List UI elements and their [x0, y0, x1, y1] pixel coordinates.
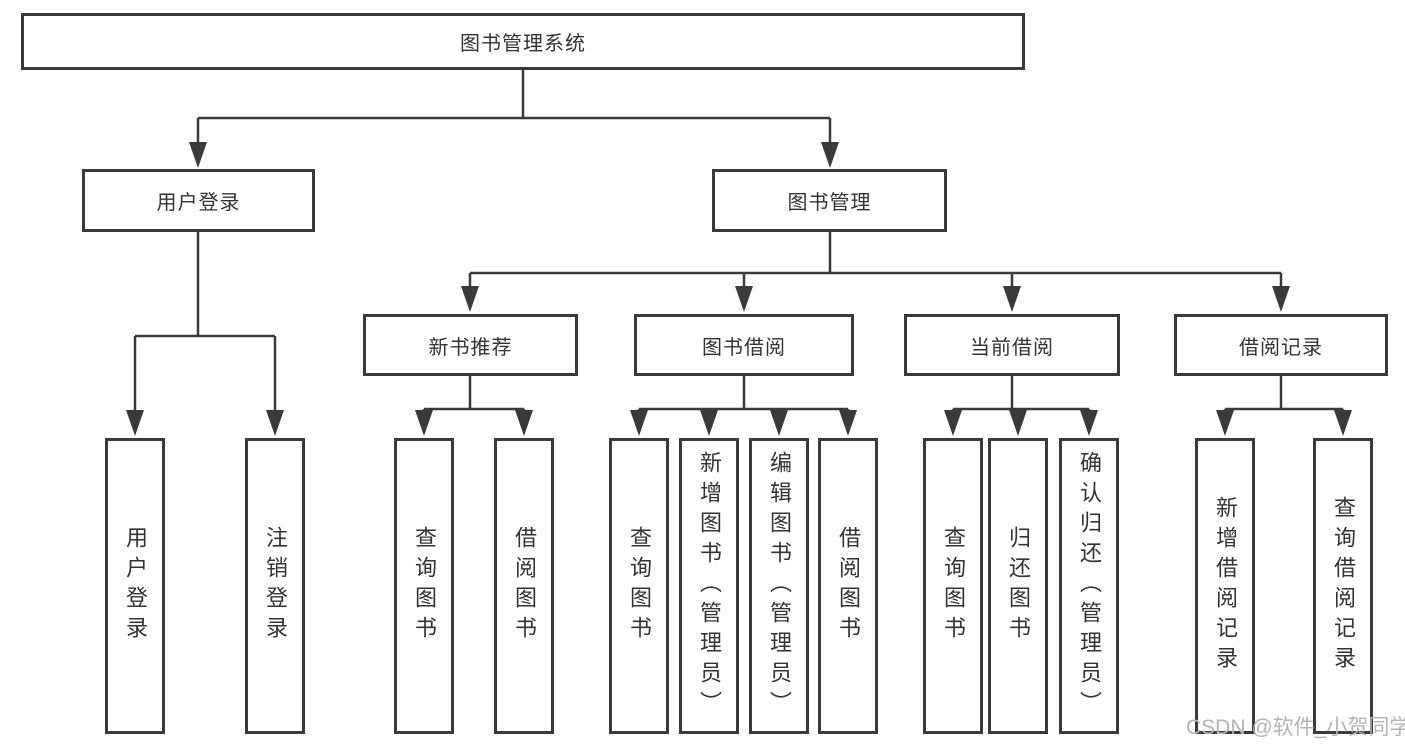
node-user-login-action: 用户登录: [105, 438, 165, 734]
node-label: 确认归还（管理员）: [1077, 451, 1102, 721]
node-label: 图书管理系统: [460, 33, 586, 55]
arrowheads: [126, 142, 1352, 436]
node-bb-edit-book-admin: 编辑图书（管理员）: [749, 438, 809, 734]
node-borrowing-records: 借阅记录: [1174, 314, 1388, 376]
node-label: 查询图书: [627, 526, 652, 646]
node-label: 查询借阅记录: [1331, 496, 1356, 676]
node-library-management-system: 图书管理系统: [21, 13, 1025, 70]
node-br-query-record: 查询借阅记录: [1313, 438, 1373, 734]
node-label: 查询图书: [412, 526, 437, 646]
node-cb-return-book: 归还图书: [988, 438, 1048, 734]
node-label: 新书推荐: [428, 336, 513, 359]
node-label: 图书借阅: [702, 336, 786, 359]
node-label: 编辑图书（管理员）: [767, 451, 792, 721]
node-label: 借阅图书: [836, 526, 861, 646]
node-label: 借阅记录: [1239, 336, 1323, 359]
node-label: 用户登录: [123, 526, 148, 646]
node-nb-query-book: 查询图书: [394, 438, 454, 734]
node-label: 借阅图书: [512, 526, 537, 646]
node-label: 归还图书: [1006, 526, 1031, 646]
node-book-borrowing: 图书借阅: [634, 314, 854, 376]
node-label: 图书管理: [787, 192, 872, 214]
node-user-login: 用户登录: [82, 169, 315, 232]
node-bb-add-book-admin: 新增图书（管理员）: [679, 438, 739, 734]
node-bb-query-book: 查询图书: [609, 438, 669, 734]
node-nb-borrow-book: 借阅图书: [494, 438, 554, 734]
node-br-add-record: 新增借阅记录: [1195, 438, 1255, 734]
node-label: 当前借阅: [970, 336, 1054, 359]
node-current-borrowing: 当前借阅: [904, 314, 1120, 376]
node-logout-action: 注销登录: [245, 438, 305, 734]
node-label: 新增借阅记录: [1213, 496, 1238, 676]
node-bb-borrow-book: 借阅图书: [818, 438, 878, 734]
connector-lines: [133, 70, 1345, 418]
node-label: 注销登录: [263, 526, 288, 646]
node-cb-confirm-return-admin: 确认归还（管理员）: [1059, 438, 1119, 734]
node-cb-query-book: 查询图书: [923, 438, 983, 734]
node-book-management: 图书管理: [712, 169, 947, 232]
node-label: 新增图书（管理员）: [697, 451, 722, 721]
csdn-watermark: CSDN @软件_小贺同学: [1186, 716, 1405, 739]
node-new-book-recommendation: 新书推荐: [363, 314, 578, 376]
node-label: 查询图书: [941, 526, 966, 646]
node-label: 用户登录: [156, 192, 241, 214]
